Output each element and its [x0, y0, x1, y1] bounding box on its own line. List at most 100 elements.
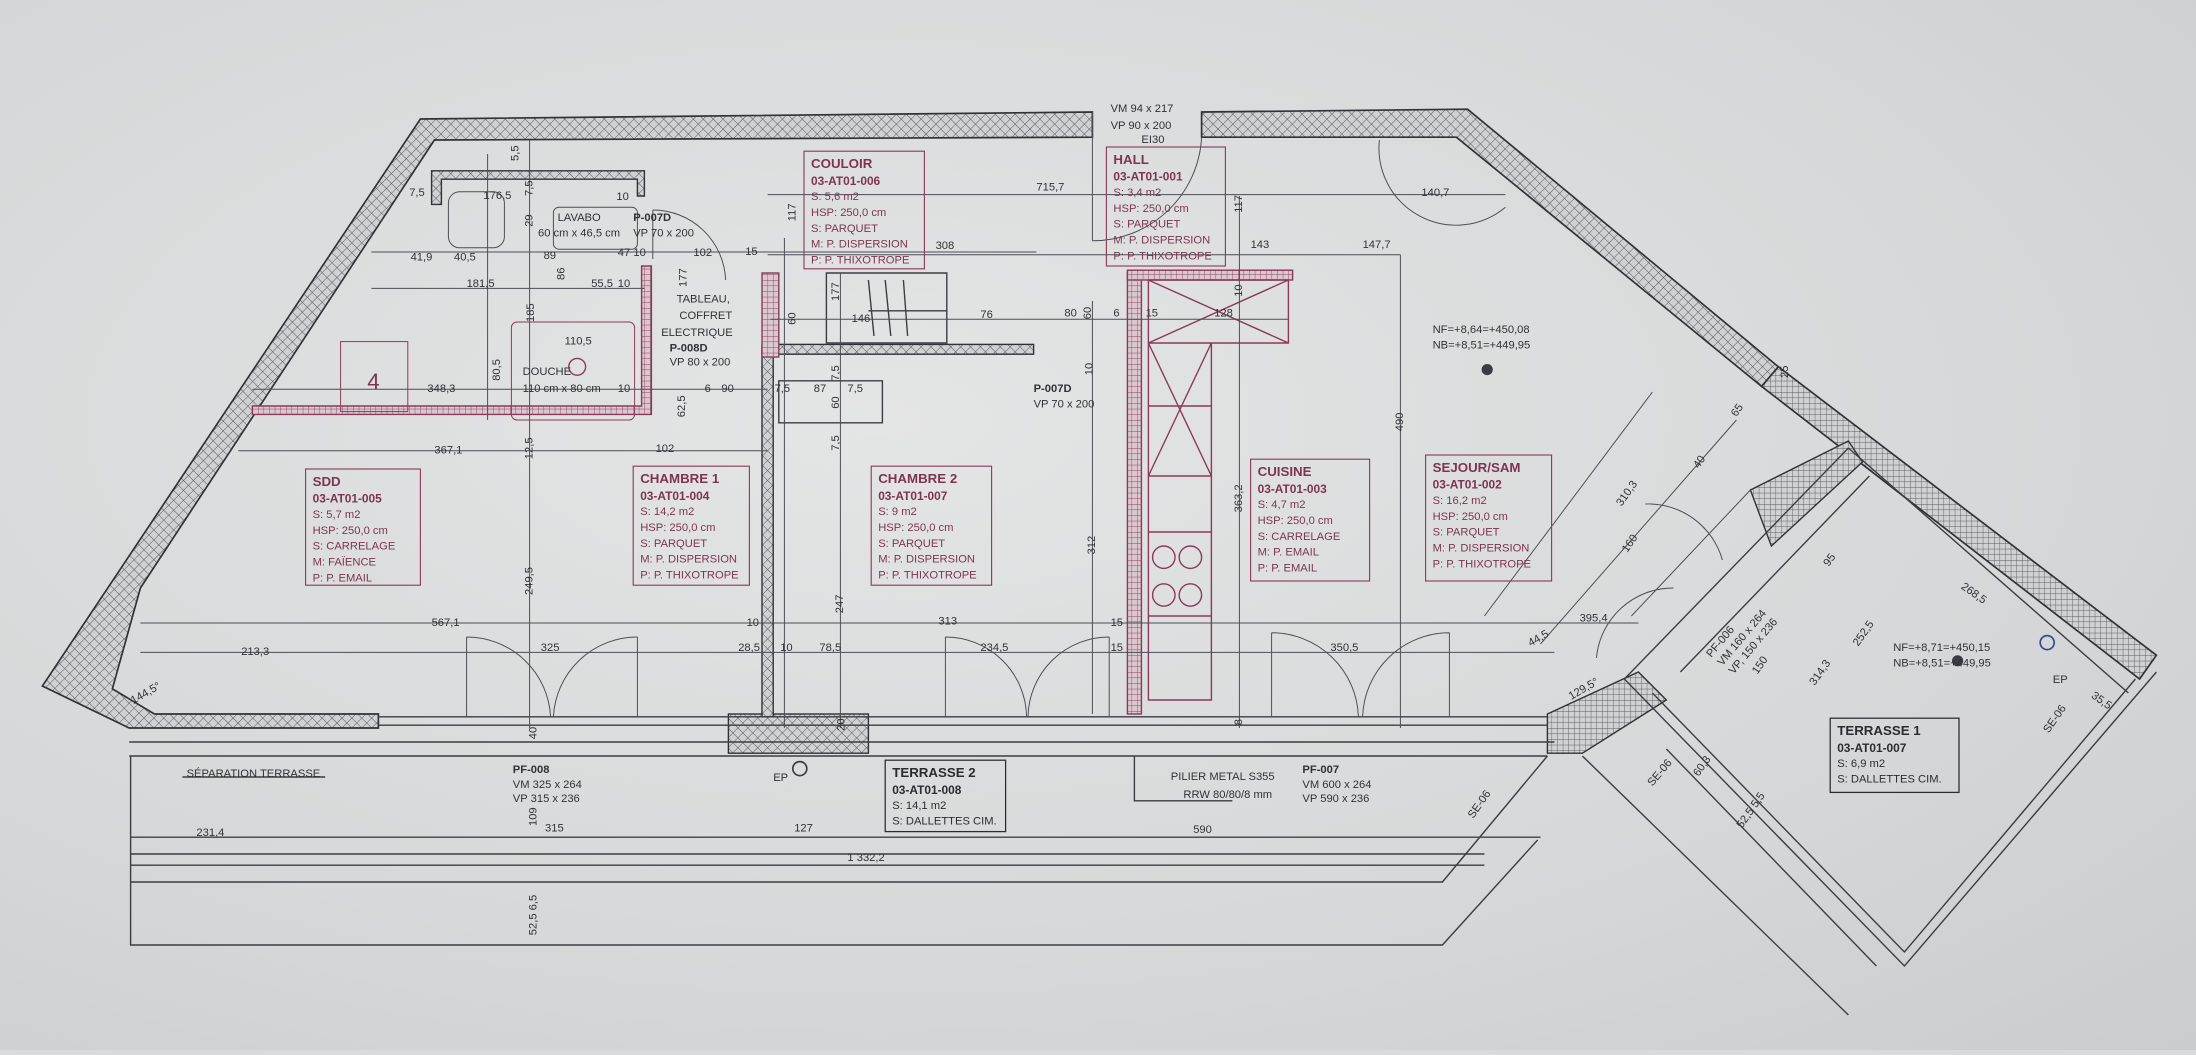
dimension-label: 110,5	[565, 335, 592, 347]
room-attribute: M: P. DISPERSION	[640, 554, 737, 566]
dimension-label: 313	[938, 615, 957, 627]
annotation-pf007-vp: VP 590 x 236	[1302, 793, 1369, 805]
dimension-label: 78,5	[819, 642, 841, 654]
room-name: CUISINE	[1258, 464, 1312, 479]
dimension-label: 247	[834, 595, 846, 614]
dimension-label: 10	[747, 617, 759, 629]
room-attribute: M: FAÏENCE	[313, 556, 376, 568]
dimension-label: 7,5	[830, 435, 842, 451]
room-attribute: P: P. THIXOTROPE	[1433, 558, 1531, 570]
annotation-pf008-vp: VP 315 x 236	[513, 793, 580, 805]
dimension-label: 147,7	[1363, 239, 1391, 251]
dimension-label: 213,3	[241, 646, 269, 658]
dimension-label: 310,3	[1614, 479, 1640, 509]
annotation-level-nf-2: NF=+8,71=+450,15	[1893, 642, 1990, 654]
room-attribute: S: 5,6 m2	[811, 191, 859, 203]
annotation-se06-3: SE-06	[1646, 757, 1675, 789]
dimension-label: 15	[1111, 642, 1123, 654]
room-code: 03-AT01-006	[811, 174, 881, 188]
room-code: 03-AT01-001	[1113, 170, 1183, 184]
dimension-label: 268,5	[1959, 581, 1989, 607]
room-attribute: S: CARRELAGE	[1258, 531, 1341, 543]
dimension-label: 29	[523, 214, 535, 226]
dimension-label: 590	[1193, 824, 1212, 836]
dimension-label: 490	[1394, 413, 1406, 432]
dimension-label: 715,7	[1036, 181, 1064, 193]
room-name: COULOIR	[811, 156, 873, 171]
dimension-label: 312	[1086, 536, 1098, 555]
dimension-label: 15	[745, 246, 757, 258]
room-attribute: S: PARQUET	[1433, 527, 1500, 539]
dimension-label: 25	[1779, 366, 1791, 378]
dimension-label: 10	[1083, 363, 1095, 375]
dimension-label: 177	[830, 282, 842, 301]
dimension-label: 109	[528, 807, 540, 826]
room-attribute: S: 4,7 m2	[1258, 499, 1306, 511]
room-attribute: S: PARQUET	[640, 538, 707, 550]
dimension-label: 76	[980, 309, 992, 321]
annotation-pf008: PF-008	[513, 764, 550, 776]
annotation-entry-vm: VM 94 x 217	[1111, 103, 1174, 115]
room-attribute: S: CARRELAGE	[313, 541, 396, 553]
room-name: CHAMBRE 2	[878, 471, 957, 486]
dimension-label: 1 332,2	[847, 852, 884, 864]
room-attribute: M: P. DISPERSION	[1433, 542, 1530, 554]
dimension-label: 95	[1821, 552, 1838, 569]
annotation-se06-1: SE-06	[1466, 788, 1494, 820]
dimension-label: 90	[721, 383, 733, 395]
annotation-tableau-2: COFFRET	[679, 310, 732, 322]
doors	[466, 112, 1723, 717]
dimension-label: 10	[780, 642, 792, 654]
room-label-frame	[870, 465, 993, 586]
annotation-sdd-symbol: 4	[367, 369, 379, 394]
room-attribute: S: PARQUET	[878, 538, 945, 550]
dimension-label: 567,1	[432, 617, 460, 629]
annotation-lavabo: LAVABO	[558, 212, 601, 224]
room-label-frame	[305, 468, 421, 586]
terrace-code: 03-AT01-007	[1837, 741, 1907, 755]
dimension-label: 86	[556, 268, 568, 280]
room-code: 03-AT01-003	[1258, 482, 1328, 496]
annotation-separation: SÉPARATION TERRASSE	[187, 767, 321, 780]
dimension-label: 127	[794, 823, 813, 835]
dimension-label: 15	[1111, 617, 1123, 629]
terrace-label-frame	[1829, 717, 1960, 794]
dimension-label: 60	[1082, 307, 1094, 319]
dimension-label: 146	[852, 313, 871, 325]
terrace-attribute: S: DALLETTES CIM.	[892, 816, 996, 828]
annotation-door-p007d-2-vp: VP 70 x 200	[1034, 398, 1095, 410]
dimension-label: 80,5	[491, 359, 503, 381]
dimension-label: 140,7	[1421, 187, 1449, 199]
dimension-label: 40,5	[454, 251, 476, 263]
dimension-label: 395,4	[1580, 613, 1608, 625]
annotation-se06-2: SE-06	[2041, 703, 2069, 735]
room-attribute: P: P. THIXOTROPE	[811, 254, 909, 266]
level-markers	[791, 364, 2056, 777]
interior-walls	[251, 170, 1294, 718]
dimension-label: 128	[1214, 307, 1233, 319]
room-label-frame	[1105, 146, 1226, 267]
dimension-label: 15	[1146, 307, 1158, 319]
dimension-label: 363,2	[1233, 484, 1245, 512]
annotation-pf008-vm: VM 325 x 264	[513, 779, 582, 791]
shower-icon	[510, 321, 636, 421]
dimension-label: 143	[1251, 239, 1270, 251]
room-name: CHAMBRE 1	[640, 471, 720, 486]
room-label-frame	[1250, 458, 1371, 582]
dimension-label: 89	[544, 250, 556, 262]
annotation-lavabo-size: 60 cm x 46,5 cm	[538, 228, 620, 240]
dimension-label: 65	[1729, 402, 1746, 419]
terrace-name: TERRASSE 1	[1837, 723, 1921, 738]
annotation-door-p007d-2: P-007D	[1034, 383, 1072, 395]
dimension-label: 10	[616, 191, 628, 203]
toilet-icon	[447, 191, 505, 249]
dimension-label: 12,5	[523, 437, 535, 459]
sdd-symbol-box	[340, 341, 409, 413]
room-attribute: HSP: 250,0 cm	[1433, 511, 1508, 523]
